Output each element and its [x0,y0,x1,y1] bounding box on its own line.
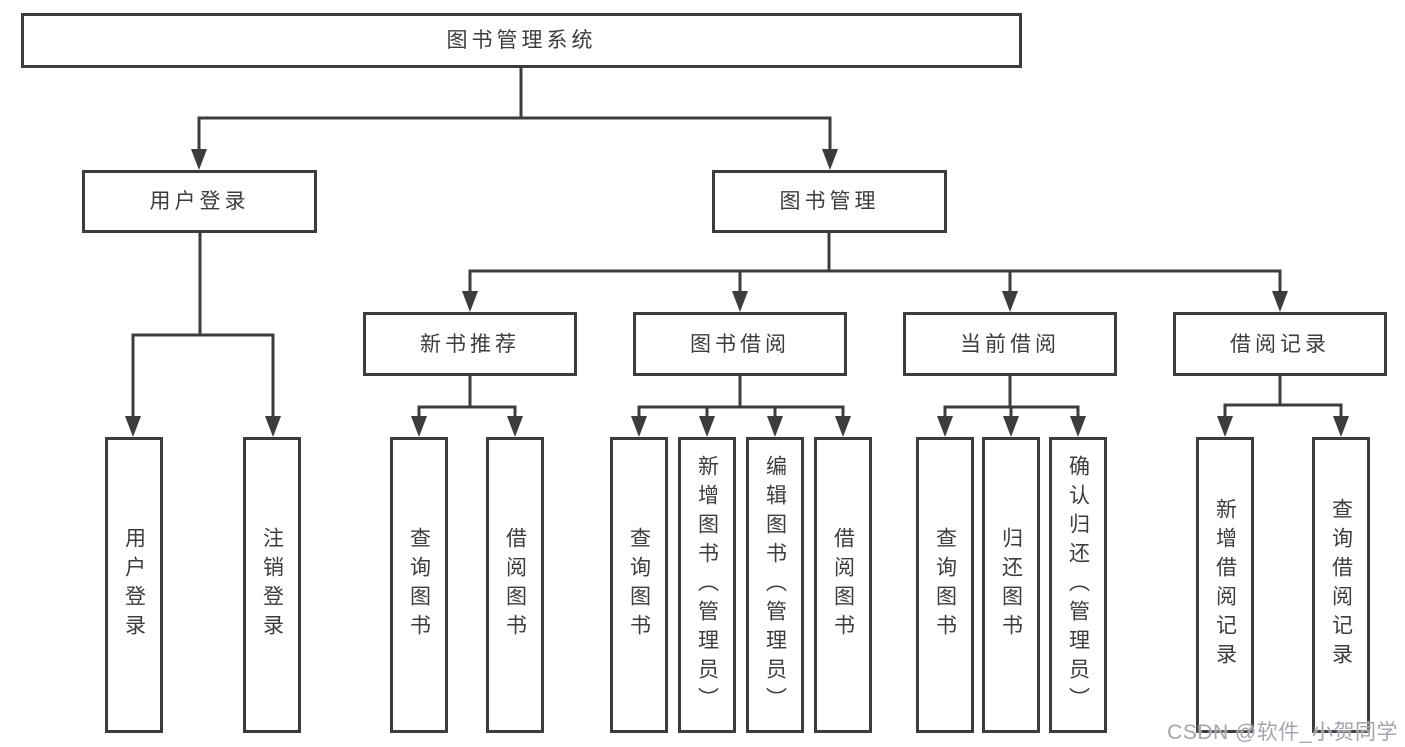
node-new-book-rec: 新书推荐 [363,312,577,376]
node-label-user-login: 用户登录 [149,190,250,213]
node-book-borrow: 图书借阅 [633,312,847,376]
node-label-leaf-add-borrow-record: 新增借阅记录 [1213,498,1237,672]
node-label-book-mgmt: 图书管理 [779,190,880,213]
node-label-leaf-query-books-1: 查询图书 [407,527,431,643]
connector-current-borrow-branch [937,374,1086,437]
node-label-new-book-rec: 新书推荐 [420,332,520,356]
connector-borrow-records-branch [1217,374,1349,437]
node-label-leaf-borrow-books-2: 借阅图书 [831,527,855,643]
node-label-leaf-edit-book: 编辑图书（管理员） [763,454,787,716]
node-leaf-query-borrow-record: 查询借阅记录 [1312,437,1370,733]
node-label-leaf-return-book: 归还图书 [999,527,1023,643]
node-label-borrow-records: 借阅记录 [1230,332,1330,356]
node-label-leaf-query-borrow-record: 查询借阅记录 [1329,498,1353,672]
connector-book-borrow-branch [631,374,851,437]
node-leaf-query-books-2: 查询图书 [610,437,668,733]
connector-new-book-rec-branch [411,374,523,437]
connector-book-mgmt-branch [462,231,1288,312]
node-leaf-query-books-1: 查询图书 [390,437,448,733]
node-label-leaf-add-book: 新增图书（管理员） [695,454,719,716]
node-label-leaf-query-books-3: 查询图书 [933,527,957,643]
node-label-leaf-logout: 注销登录 [260,527,284,643]
node-label-root: 图书管理系统 [446,29,597,52]
node-book-mgmt: 图书管理 [712,170,947,233]
node-borrow-records: 借阅记录 [1173,312,1387,376]
node-leaf-confirm-return: 确认归还（管理员） [1049,437,1107,733]
node-leaf-add-book: 新增图书（管理员） [678,437,736,733]
connector-root-branch [191,66,838,170]
node-leaf-logout: 注销登录 [243,437,301,733]
node-label-current-borrow: 当前借阅 [960,332,1060,356]
node-leaf-edit-book: 编辑图书（管理员） [746,437,804,733]
connector-user-login-branch [125,231,281,437]
node-leaf-borrow-books-1: 借阅图书 [486,437,544,733]
node-leaf-borrow-books-2: 借阅图书 [814,437,872,733]
node-label-leaf-confirm-return: 确认归还（管理员） [1066,454,1090,716]
node-label-book-borrow: 图书借阅 [690,332,790,356]
node-label-leaf-user-login: 用户登录 [122,527,146,643]
node-current-borrow: 当前借阅 [903,312,1117,376]
node-label-leaf-borrow-books-1: 借阅图书 [503,527,527,643]
watermark: CSDN @软件_小贺同学 [1167,721,1398,744]
node-leaf-query-books-3: 查询图书 [916,437,974,733]
node-leaf-user-login: 用户登录 [105,437,163,733]
node-label-leaf-query-books-2: 查询图书 [627,527,651,643]
node-user-login: 用户登录 [82,170,317,233]
node-leaf-return-book: 归还图书 [982,437,1040,733]
node-leaf-add-borrow-record: 新增借阅记录 [1196,437,1254,733]
node-root: 图书管理系统 [21,13,1022,68]
